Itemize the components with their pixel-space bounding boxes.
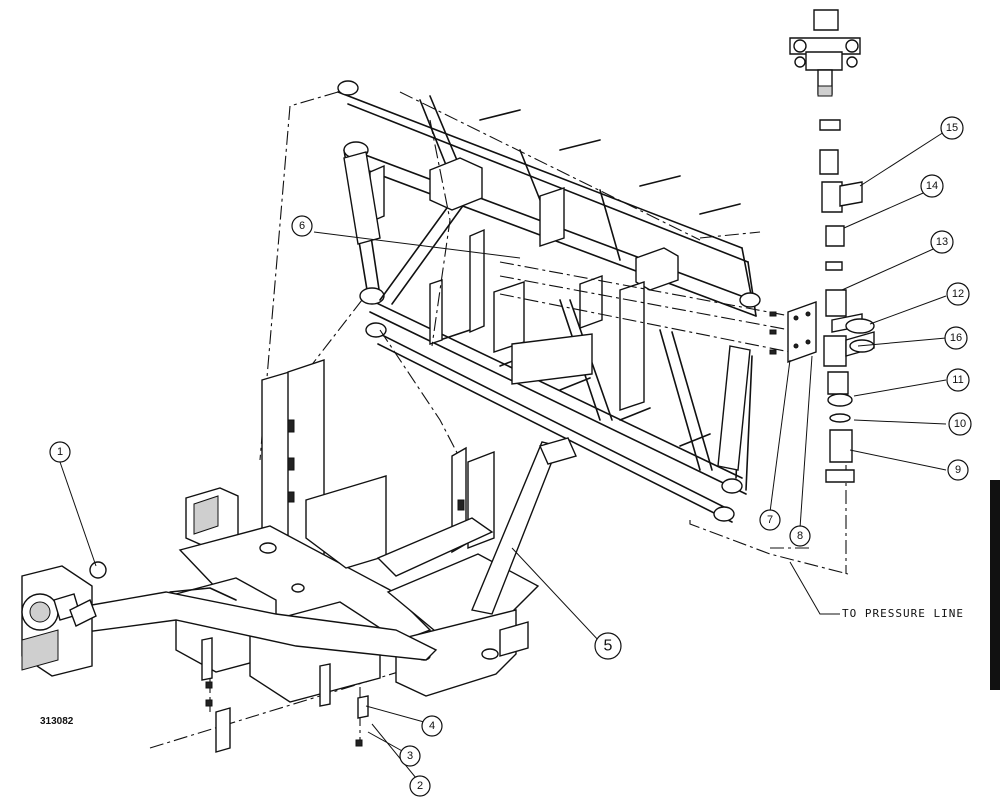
svg-text:7: 7	[767, 514, 773, 526]
valve-stack	[769, 9, 875, 483]
svg-text:5: 5	[604, 638, 613, 655]
callouts: 1 2 3 4 5 6 7 8	[49, 116, 972, 797]
callout-16: 16	[944, 326, 968, 350]
callout-9: 9	[947, 459, 969, 481]
callout-4: 4	[421, 715, 443, 737]
callout-1: 1	[49, 441, 71, 463]
svg-text:11: 11	[952, 374, 963, 386]
callout-2: 2	[409, 775, 431, 797]
svg-text:15: 15	[946, 122, 958, 134]
svg-text:3: 3	[407, 750, 413, 762]
leader-lines	[59, 131, 947, 779]
callout-15: 15	[940, 116, 964, 140]
pump-assembly	[21, 561, 107, 677]
svg-text:12: 12	[952, 288, 964, 300]
callout-8: 8	[789, 525, 811, 547]
mounting-frame	[85, 359, 577, 753]
callout-10: 10	[948, 412, 972, 436]
callout-13: 13	[930, 230, 954, 254]
svg-text:1: 1	[57, 446, 63, 458]
svg-text:6: 6	[299, 220, 305, 232]
callout-5: 5	[594, 632, 622, 660]
svg-text:9: 9	[955, 464, 961, 476]
svg-text:8: 8	[797, 530, 803, 542]
callout-14: 14	[920, 174, 944, 198]
callout-7: 7	[759, 509, 781, 531]
svg-text:14: 14	[926, 180, 938, 192]
drawing-number: 313082	[40, 716, 74, 727]
callout-11: 11	[946, 368, 970, 392]
callout-3: 3	[399, 745, 421, 767]
callout-6: 6	[291, 215, 313, 237]
svg-text:13: 13	[936, 236, 948, 248]
svg-text:4: 4	[429, 720, 435, 732]
callout-12: 12	[946, 282, 970, 306]
svg-text:16: 16	[950, 332, 962, 344]
pressure-line-note: TO PRESSURE LINE	[842, 607, 964, 620]
svg-text:2: 2	[417, 780, 423, 792]
svg-text:10: 10	[954, 418, 966, 430]
page-edge-tab	[990, 480, 1000, 690]
